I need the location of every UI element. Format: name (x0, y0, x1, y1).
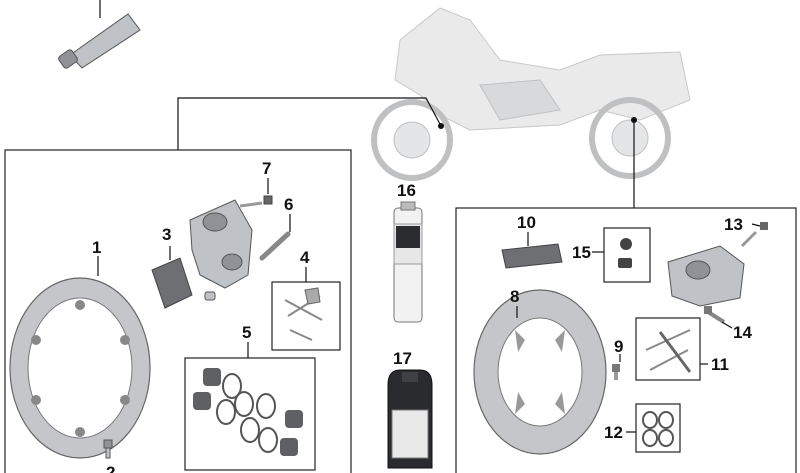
rear-caliper-bolt-icon (704, 306, 726, 324)
motorcycle-icon (371, 7, 691, 181)
callout-13: 13 (724, 215, 743, 234)
front-brake-group-frame (4, 149, 352, 473)
seal-kit-icon (193, 368, 303, 456)
callout-10: 10 (517, 213, 536, 232)
callout-7: 7 (262, 159, 271, 178)
rear-brake-caliper-icon (667, 245, 745, 307)
rear-seal-kit-frame (635, 403, 681, 453)
rear-brake-pad-icon (501, 243, 563, 269)
fluid-bottle-icon (387, 369, 433, 469)
caliper-pin-icon (259, 231, 291, 261)
connector-lines (177, 97, 635, 208)
grease-tube-icon (58, 0, 141, 69)
rear-disc-screw-icon (612, 364, 620, 380)
rear-brake-disc-icon (473, 289, 607, 455)
callout-11: 11 (711, 355, 729, 374)
rear-seal-kit-icon (642, 411, 674, 447)
callout-16: 16 (397, 181, 416, 200)
callout-6: 6 (284, 195, 293, 214)
callout-12: 12 (604, 423, 623, 442)
front-brake-caliper-icon (189, 199, 253, 301)
callout-4: 4 (300, 248, 310, 267)
rear-small-parts-icon (618, 238, 632, 268)
disc-bolt-icon (103, 439, 113, 459)
rear-pin-kit-frame (635, 317, 701, 381)
callout-15: 15 (572, 243, 591, 262)
bleed-screw-icon (239, 195, 273, 208)
callout-17: 17 (393, 349, 412, 368)
front-brake-pad-icon (151, 257, 193, 309)
callout-3: 3 (162, 225, 171, 244)
callout-5: 5 (242, 323, 251, 342)
spray-can-icon (393, 201, 423, 323)
callout-1: 1 (92, 238, 101, 257)
seal-kit-frame (184, 357, 316, 471)
rear-small-parts-frame (603, 227, 651, 283)
rear-pin-kit-icon (645, 329, 692, 373)
front-brake-disc-icon (9, 277, 151, 459)
callout-9: 9 (614, 337, 623, 356)
callout-8: 8 (510, 287, 519, 306)
pin-kit-icon (284, 287, 323, 341)
callout-2: 2 (106, 463, 115, 473)
rear-brake-group-frame (455, 207, 797, 473)
callout-14: 14 (733, 323, 752, 342)
rear-bleed-screw-icon (740, 222, 768, 248)
